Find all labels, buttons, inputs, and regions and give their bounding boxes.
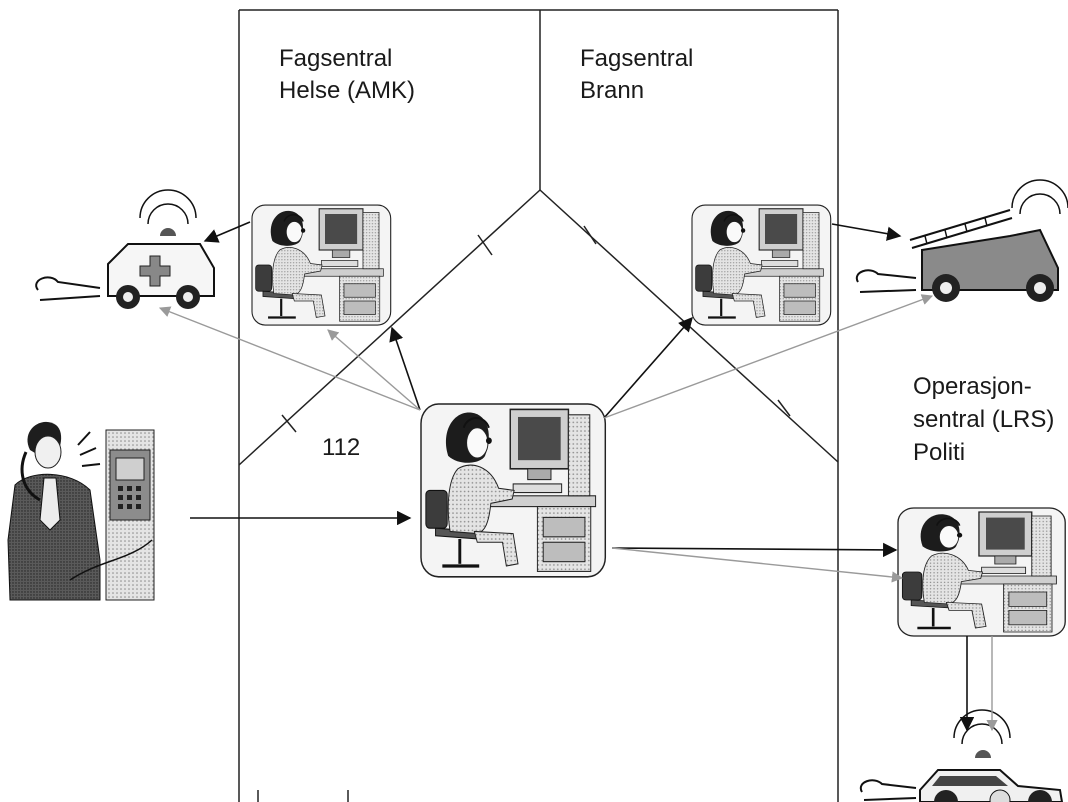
tick-mark (583, 225, 597, 245)
arrow-central-to-health-grey (327, 329, 421, 411)
arrow-central-to-police-grey (611, 547, 904, 583)
helse-label-line2: Helse (AMK) (279, 77, 415, 104)
politi-label-line3: Politi (913, 439, 965, 466)
helse-label-line1: Fagsentral (279, 45, 392, 72)
arrow-fire-to-truck (831, 223, 902, 241)
fire-truck-icon (855, 179, 1068, 302)
politi-label-line2: sentral (LRS) (913, 406, 1054, 433)
tick-mark (477, 234, 493, 256)
ambulance-icon (35, 189, 215, 309)
politi-label-line1: Operasjon- (913, 373, 1032, 400)
fire-operator-icon (690, 203, 832, 327)
dispatch-arrows (158, 221, 998, 732)
tick-mark (777, 399, 791, 417)
arrow-central-to-ambulance (158, 306, 421, 411)
helse-label: Fagsentral Helse (AMK) (279, 45, 415, 104)
arrow-health-to-ambulance (203, 221, 251, 243)
arrow-central-to-truck (603, 294, 934, 419)
arrow-central-to-police (611, 542, 898, 558)
arrow-central-to-fire (603, 316, 693, 419)
politi-label: Operasjon- sentral (LRS) Politi (913, 373, 1054, 466)
caller-at-payphone-icon (7, 421, 155, 601)
police-car-icon (859, 709, 1064, 802)
central-operator-icon (419, 402, 607, 579)
police-operator-icon (896, 506, 1067, 638)
emergency-number-label: 112 (322, 434, 360, 461)
health-operator-icon (250, 203, 392, 327)
brann-label-line2: Brann (580, 77, 644, 104)
arrow-central-to-health (389, 326, 421, 411)
brann-label: Fagsentral Brann (580, 45, 693, 104)
tick-mark (281, 414, 297, 433)
brann-label-line1: Fagsentral (580, 45, 693, 72)
